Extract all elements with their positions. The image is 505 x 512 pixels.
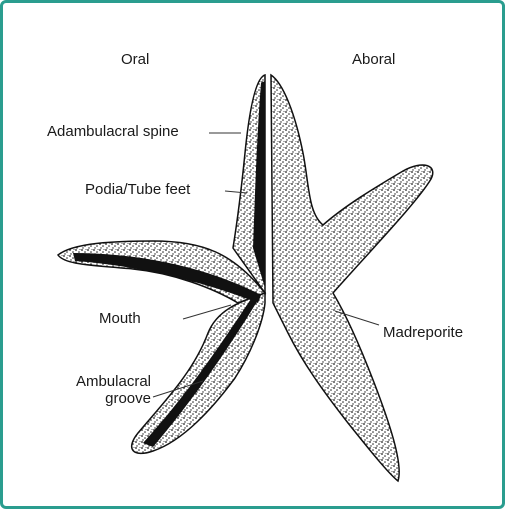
label-ambulacral: Ambulacral	[47, 373, 151, 391]
label-mouth: Mouth	[99, 310, 141, 328]
label-groove: groove	[47, 390, 151, 408]
aboral-title: Aboral	[352, 51, 395, 69]
starfish-illustration	[3, 3, 505, 512]
aboral-half	[271, 75, 433, 481]
oral-title: Oral	[121, 51, 149, 69]
label-adambulacral-spine: Adambulacral spine	[47, 123, 179, 141]
label-podia: Podia/Tube feet	[85, 181, 190, 199]
label-madreporite: Madreporite	[383, 324, 463, 342]
aboral-body	[271, 75, 433, 481]
